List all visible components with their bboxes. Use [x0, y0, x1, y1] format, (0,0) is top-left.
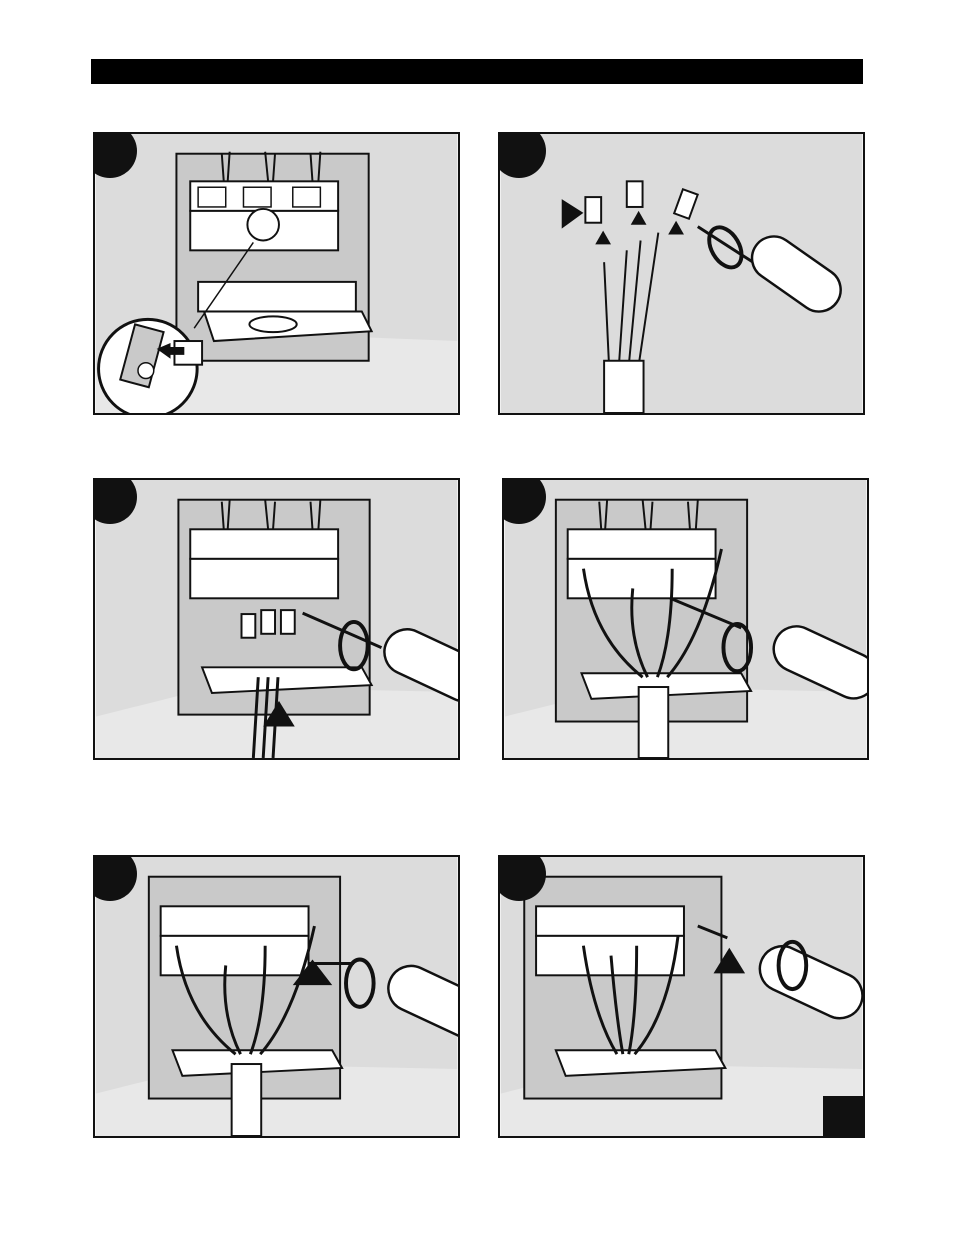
instruction-panel-4	[502, 478, 869, 760]
panel-2-illustration	[500, 134, 863, 413]
panel-1-illustration	[95, 134, 458, 413]
panel-5-illustration	[95, 857, 458, 1136]
instruction-panel-1	[93, 132, 460, 415]
instruction-panel-3	[93, 478, 460, 760]
corner-marker	[823, 1096, 863, 1136]
panel-6-illustration	[500, 857, 863, 1136]
panel-3-illustration	[95, 480, 458, 758]
panel-4-illustration	[504, 480, 867, 758]
instruction-panel-6	[498, 855, 865, 1138]
instruction-panel-5	[93, 855, 460, 1138]
instruction-panel-2	[498, 132, 865, 415]
header-bar	[91, 59, 863, 84]
